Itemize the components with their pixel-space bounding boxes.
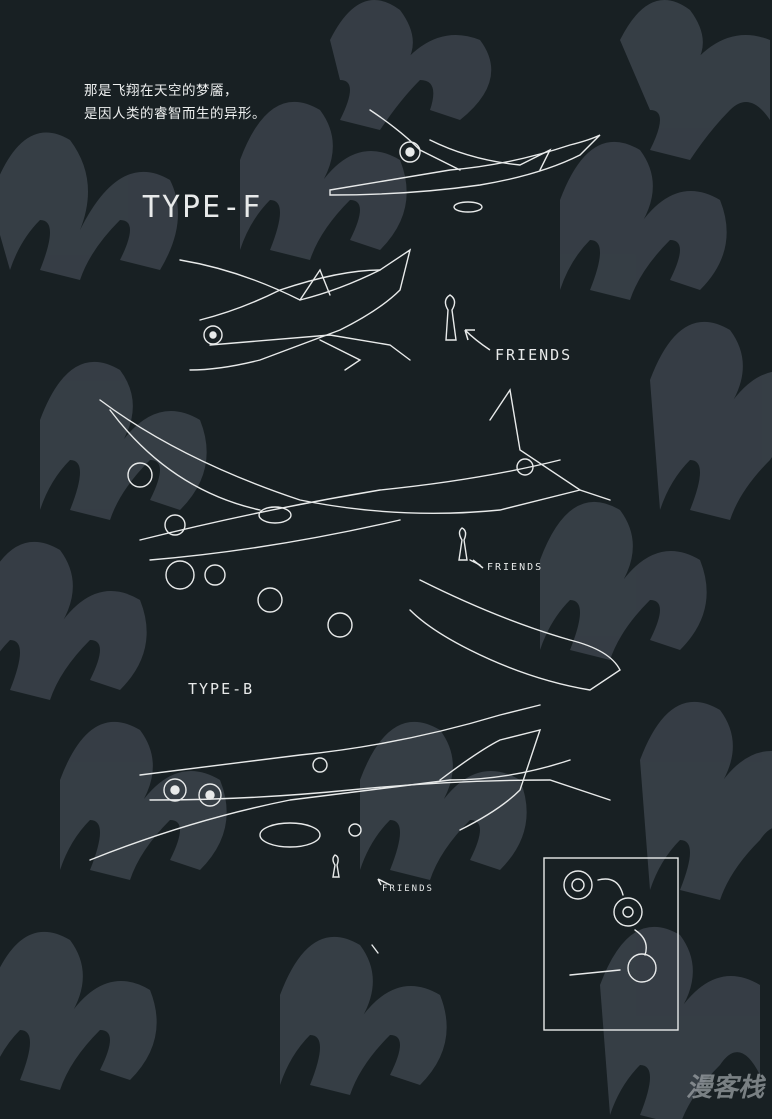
sketch-type-b <box>89 704 611 954</box>
sketch-type-f <box>179 248 457 371</box>
watermark-logo: 漫客栈 <box>685 1073 764 1103</box>
label-type-b: TYPE-B <box>188 680 255 698</box>
sketch-inset-panel <box>543 857 679 1031</box>
label-type-f: TYPE-F <box>142 190 263 225</box>
caption-text: 那是飞翔在天空的梦靥， 是因人类的睿智而生的异形。 <box>84 80 266 126</box>
caption-line-1: 那是飞翔在天空的梦靥， <box>84 83 238 99</box>
caption-line-2: 是因人类的睿智而生的异形。 <box>84 106 266 122</box>
label-friends-1: FRIENDS <box>495 346 573 364</box>
label-friends-2: FRIENDS <box>487 562 544 573</box>
sketch-top-flyer <box>329 109 601 213</box>
label-friends-3: FRIENDS <box>382 884 434 894</box>
